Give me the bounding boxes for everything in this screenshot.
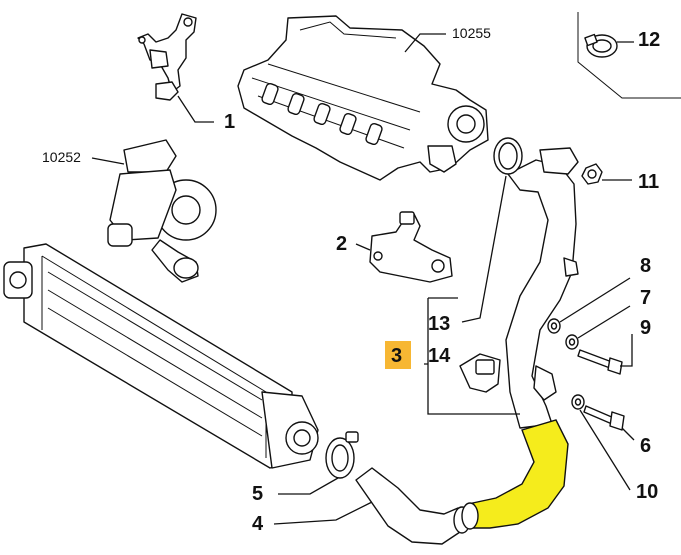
callout-14: 14 <box>428 345 451 367</box>
callout-9: 9 <box>640 317 651 339</box>
clamp-part-5 <box>278 431 359 495</box>
callout-5: 5 <box>252 483 263 505</box>
callout-3-highlight <box>385 341 411 369</box>
callout-6: 6 <box>640 435 651 457</box>
heat-shield-part-2 <box>355 211 453 283</box>
charge-air-hose-part-3 <box>461 147 579 530</box>
ref-turbo: 10252 <box>42 149 81 165</box>
sensor-part-14 <box>459 353 501 393</box>
callout-13: 13 <box>428 313 450 335</box>
callout-2: 2 <box>336 233 347 255</box>
o-ring-part-13 <box>461 137 523 323</box>
callout-1: 1 <box>224 111 235 133</box>
hose-part-4 <box>273 467 471 545</box>
callout-10: 10 <box>636 481 658 503</box>
ref-manifold: 10255 <box>452 25 491 41</box>
callout-4: 4 <box>252 513 264 535</box>
nut-part-11 <box>581 163 632 185</box>
callout-3: 3 <box>391 345 402 367</box>
group-leader-3 <box>424 297 520 415</box>
washer-part-10 <box>571 394 631 491</box>
turbocharger-10252 <box>91 139 217 283</box>
bolt-part-9 <box>577 334 633 375</box>
inset-clamp-12 <box>577 12 681 99</box>
washer-part-8 <box>547 277 631 334</box>
intercooler <box>3 243 319 469</box>
washer-part-7 <box>565 305 631 350</box>
callout-12: 12 <box>638 29 660 51</box>
intake-manifold-10255 <box>237 15 489 181</box>
callout-11: 11 <box>638 171 659 193</box>
bracket-part-1 <box>137 13 214 123</box>
bolt-part-6 <box>583 405 635 441</box>
callout-7: 7 <box>640 287 651 309</box>
callout-8: 8 <box>640 255 651 277</box>
